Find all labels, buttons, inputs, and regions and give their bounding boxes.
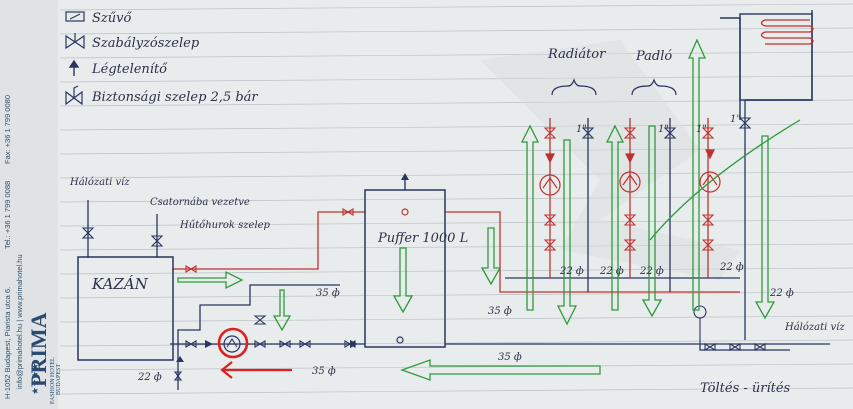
brand-stars: ★★★★ [30, 363, 40, 395]
pumps [539, 149, 721, 196]
zone-braces [551, 78, 677, 96]
valve-icon [663, 127, 677, 139]
pipe-size-label: 35 ф [312, 366, 336, 377]
pipe-size-label: 35 ф [316, 288, 340, 299]
valve-icon [701, 239, 715, 251]
highlight-arrow [220, 361, 292, 379]
legend-label-1: Szabályzószelep [92, 36, 200, 51]
buffer-label: Puffer 1000 L [377, 231, 468, 246]
valve-icon [299, 340, 311, 348]
mains-water-right-label: Hálózati víz [784, 322, 845, 333]
valve-icon [173, 371, 183, 381]
safety-valve-symbol-icon [65, 85, 83, 106]
valve-size-mark: 1" [658, 124, 669, 135]
valve-icon [81, 227, 95, 239]
valve-icon [704, 343, 716, 351]
air-vent-symbol-icon [68, 59, 80, 76]
cooling-loop-valve-label: Hűtőhurok szelep [179, 220, 271, 231]
pressure-gauge-icon [693, 305, 707, 319]
flow-arrow-icon [605, 124, 625, 311]
buffer-tank [364, 189, 446, 348]
valve-icon [754, 343, 766, 351]
hotel-sidebar: H-1052 Budapest, Piarista utca 6. Tel.: … [3, 95, 62, 404]
valve-icon [279, 340, 291, 348]
hotel-address: H-1052 Budapest, Piarista utca 6. [3, 287, 12, 399]
valves [81, 117, 766, 381]
valve-icon [342, 208, 354, 216]
pipe-size-label: 22 ф [639, 266, 664, 277]
drain-line-label: Csatornába vezetve [150, 197, 250, 208]
valve-icon [254, 340, 266, 348]
control-valve-symbol-icon [65, 33, 85, 50]
pump-icon [619, 171, 641, 193]
valve-icon [543, 214, 557, 226]
hotel-phone: Tel.: +36 1 799 0088 [3, 181, 12, 249]
valve-size-mark: 1" [730, 114, 741, 125]
nozzle-symbol-icon [65, 11, 85, 22]
valve-icon [185, 340, 197, 348]
valve-icon [623, 127, 637, 139]
valve-icon [253, 315, 267, 325]
floor-label: Padló [635, 49, 672, 64]
legend-label-2: Légtelenítő [91, 62, 168, 77]
legend-label-3: Biztonsági szelep 2,5 bár [91, 90, 258, 105]
fill-drain-label: Töltés - ürítés [700, 381, 791, 396]
valve-size-mark: 1" [696, 124, 707, 135]
radiator-label: Radiátor [547, 47, 606, 62]
flow-arrows [177, 38, 801, 381]
flow-arrow-icon [754, 135, 776, 320]
legend-label-0: Szűvő [92, 11, 132, 26]
valve-icon [150, 235, 164, 247]
pump-icon [699, 171, 721, 193]
brand-sub1: FASHION HOTEL [50, 357, 56, 404]
flow-arrow-icon [556, 139, 578, 326]
valve-icon [581, 127, 595, 139]
flow-arrow-icon [177, 270, 244, 290]
valve-icon [623, 214, 637, 226]
valve-icon [729, 343, 741, 351]
flow-arrow-icon [687, 38, 707, 311]
valve-icon [623, 239, 637, 251]
legend: Szűvő Szabályzószelep Légtelenítő Bizton… [65, 11, 258, 106]
ruled-lines [59, 3, 853, 395]
pipe-size-label: 35 ф [488, 306, 512, 317]
valve-icon [701, 214, 715, 226]
watermark-shape [480, 40, 740, 280]
pipe-size-label: 22 ф [769, 288, 794, 299]
hotel-fax: Fax: +36 1 799 0080 [3, 95, 12, 164]
coil-tank [720, 10, 814, 120]
flow-arrow-icon [392, 247, 414, 314]
valve-size-mark: 1" [576, 124, 587, 135]
pipe-size-label: 22 ф [137, 372, 162, 383]
circulation-pump-icon [223, 335, 241, 353]
flow-arrow-icon [649, 119, 801, 241]
flow-arrow-icon [641, 125, 663, 318]
highlight-circle [217, 327, 249, 359]
brand-logo-text: PRIMA [26, 312, 51, 387]
boiler-label: KAZÁN [91, 275, 149, 293]
mains-water-left-label: Hálózati víz [69, 177, 130, 188]
pipe-size-label: 22 ф [559, 266, 584, 277]
valve-icon [701, 127, 715, 139]
flow-arrow-icon [272, 289, 292, 332]
pipe-size-label: 22 ф [719, 262, 744, 273]
boiler-box [77, 256, 174, 361]
pump-icon [539, 174, 561, 196]
valve-icon [185, 265, 197, 273]
brand-sub2: BUDAPEST [56, 364, 62, 395]
flow-arrow-icon [520, 124, 540, 311]
pipe-size-label: 22 ф [599, 266, 624, 277]
buffer-air-vent-icon [401, 173, 409, 180]
valve-icon [543, 127, 557, 139]
flow-arrow-icon [400, 359, 601, 381]
pipe-size-label: 35 ф [498, 352, 522, 363]
hotel-email-web: info@primahotel.hu | www.primahotel.hu [15, 254, 24, 389]
valve-icon [738, 117, 752, 129]
flow-arrow-icon [480, 227, 502, 286]
hotel-sidebar-band [0, 0, 58, 409]
valve-icon [543, 239, 557, 251]
